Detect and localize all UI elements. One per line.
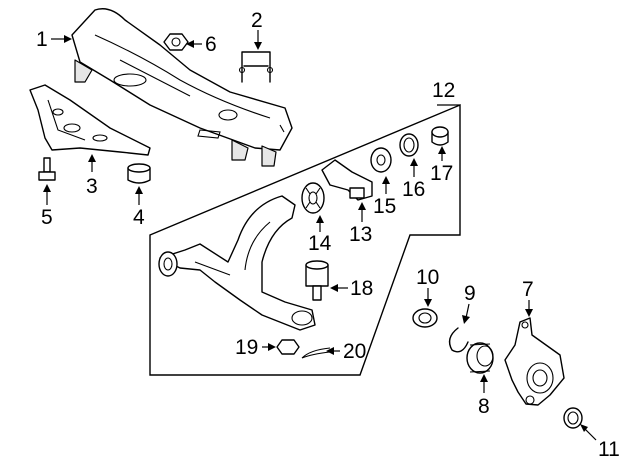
callout-10: 10: [416, 266, 439, 289]
callout-18: 18: [350, 277, 373, 300]
callout-19: 19: [235, 336, 258, 359]
wheel-bearing-8[interactable]: [466, 342, 494, 374]
ring-part-16[interactable]: [399, 133, 419, 157]
callout-8: 8: [478, 395, 490, 418]
nut-part-6[interactable]: [163, 33, 189, 51]
crossmember-subframe[interactable]: [71, 8, 293, 167]
callout-13: 13: [349, 223, 372, 246]
nut-part-19[interactable]: [276, 339, 300, 355]
callout-3: 3: [86, 175, 98, 198]
bracket-clamp-13[interactable]: [321, 159, 373, 201]
stiffener-plate[interactable]: [29, 84, 151, 156]
bushing-part-4[interactable]: [127, 163, 151, 184]
callout-1: 1: [36, 28, 48, 51]
ball-joint-18[interactable]: [305, 260, 329, 301]
callout-6: 6: [205, 33, 217, 56]
callout-2: 2: [251, 9, 263, 32]
cotter-pin-20[interactable]: [301, 347, 331, 359]
snap-ring-9[interactable]: [448, 327, 469, 353]
callout-16: 16: [402, 178, 425, 201]
callout-17: 17: [430, 162, 453, 185]
bracket-part[interactable]: [238, 51, 274, 83]
washer-part-15[interactable]: [370, 147, 392, 173]
lower-control-arm[interactable]: [158, 195, 316, 331]
leader-lines: [43, 30, 597, 441]
callout-20: 20: [343, 340, 366, 363]
callout-14: 14: [308, 232, 332, 255]
seal-part-11[interactable]: [563, 407, 583, 429]
callout-15: 15: [373, 195, 396, 218]
steering-knuckle-7[interactable]: [504, 317, 565, 406]
bushing-part-14[interactable]: [301, 182, 325, 214]
bolt-part-5[interactable]: [38, 157, 56, 181]
callout-7: 7: [522, 278, 534, 301]
bushing-part-17[interactable]: [431, 126, 449, 146]
callout-12: 12: [432, 79, 455, 102]
seal-part-10[interactable]: [412, 308, 438, 328]
callout-4: 4: [133, 206, 145, 229]
callout-11: 11: [598, 438, 620, 461]
callout-9: 9: [464, 282, 476, 305]
callout-5: 5: [41, 206, 53, 229]
